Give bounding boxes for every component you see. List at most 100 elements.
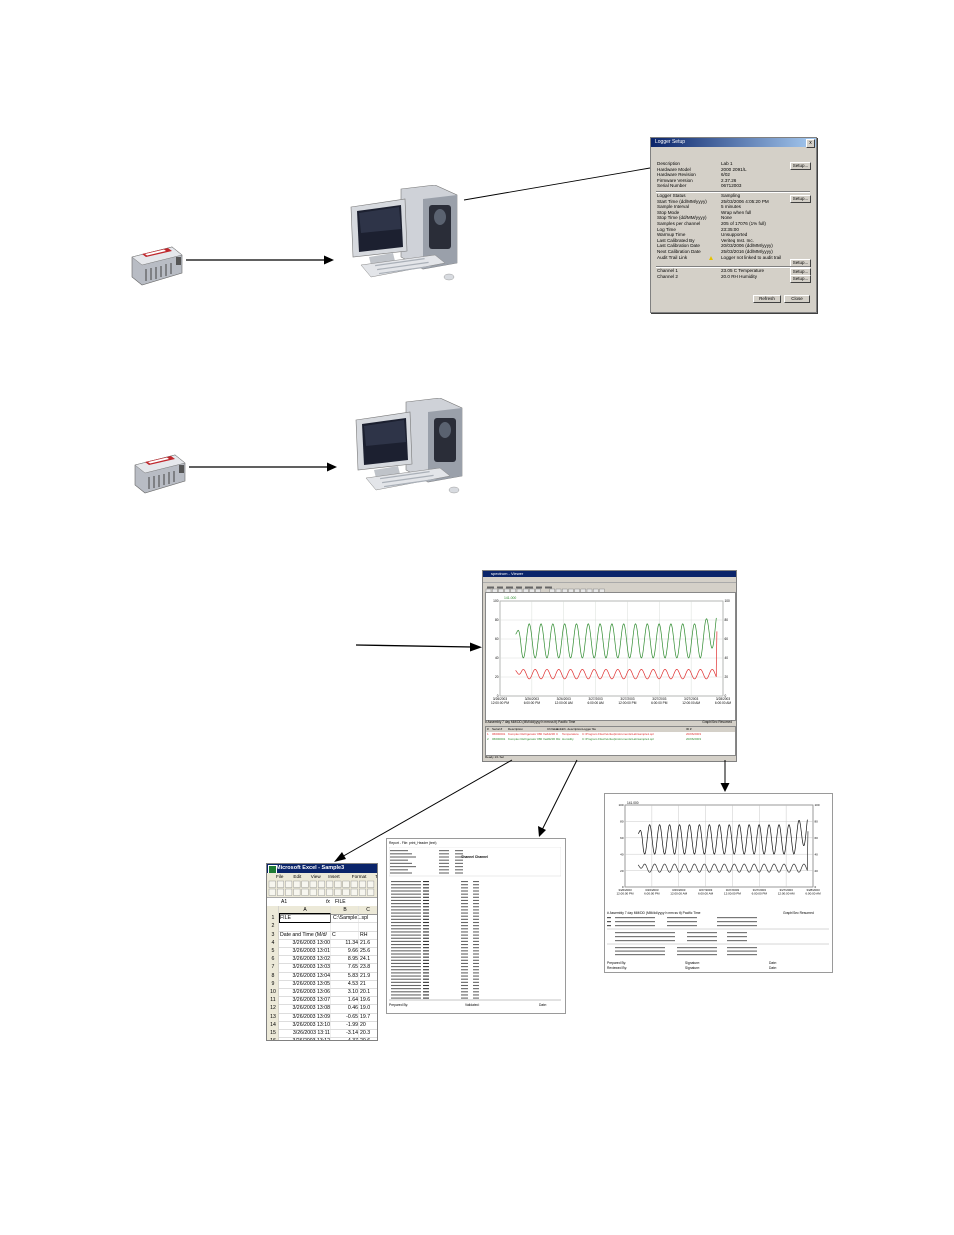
excel-toolbar-button-icon[interactable] [326, 880, 334, 888]
excel-toolbar-button-icon[interactable] [293, 888, 301, 896]
excel-toolbar-icons[interactable] [267, 880, 377, 897]
excel-menu-format[interactable]: Format [351, 874, 367, 879]
cell-reference[interactable]: A1 [281, 899, 288, 905]
excel-cell[interactable]: 21.6 [360, 939, 371, 946]
excel-cell[interactable]: -3.14 [346, 1030, 358, 1036]
excel-toolbar-button-icon[interactable] [367, 880, 375, 888]
excel-cell[interactable]: 1.64 [347, 997, 358, 1004]
excel-toolbar-button-icon[interactable] [293, 880, 301, 888]
excel-toolbar-button-icon[interactable] [309, 888, 317, 896]
excel-cell[interactable]: 3/26/2003 13:03 [292, 964, 330, 971]
excel-cell[interactable]: 19.0 [360, 1005, 371, 1012]
refresh-button[interactable]: Refresh [753, 295, 781, 303]
excel-cell[interactable]: 3/26/2003 13:09 [292, 1013, 330, 1020]
excel-toolbar-button-icon[interactable] [342, 880, 350, 888]
close-icon[interactable]: x [806, 139, 815, 148]
excel-col-header[interactable]: C [366, 907, 370, 913]
description-setup-button[interactable]: Setup... [790, 162, 811, 170]
excel-cell[interactable]: RH [360, 931, 368, 938]
excel-cell[interactable]: 3/26/2003 13:05 [292, 980, 330, 987]
logger-setup-button[interactable]: Setup... [790, 195, 811, 203]
report-row-text [717, 917, 757, 919]
excel-toolbar-button-icon[interactable] [285, 880, 293, 888]
excel-col-header[interactable]: A [303, 907, 307, 913]
excel-toolbar-button-icon[interactable] [318, 888, 325, 896]
excel-row-number-text: 7 [271, 964, 275, 971]
excel-toolbar-button-icon[interactable] [334, 888, 342, 896]
excel-cell[interactable]: -4.37 [332, 1037, 358, 1040]
excel-cell[interactable]: -0.65 [346, 1013, 358, 1020]
excel-cell[interactable]: 3/26/2003 13:06 [292, 989, 330, 995]
excel-cell[interactable]: 23.8 [360, 964, 371, 971]
excel-toolbar-button-icon[interactable] [342, 888, 350, 896]
excel-toolbar-button-icon[interactable] [334, 880, 342, 888]
excel-cell[interactable]: 3/26/2003 13:01 [292, 948, 330, 954]
excel-cell[interactable]: 11.34 [345, 939, 358, 946]
excel-toolbar-button-icon[interactable] [301, 880, 309, 888]
channel2-setup-button[interactable]: Setup... [790, 275, 811, 283]
excel-cell[interactable]: 9.66 [347, 948, 358, 954]
excel-toolbar-button-icon[interactable] [268, 880, 276, 888]
excel-cell[interactable]: 20.1 [360, 989, 371, 995]
excel-cell[interactable]: 3/26/2003 13:02 [292, 956, 330, 963]
excel-cell[interactable]: C:\Sample1.spl [333, 915, 369, 922]
excel-toolbar-button-icon[interactable] [350, 888, 358, 896]
report-data-line [423, 887, 429, 889]
excel-cell[interactable]: 4.53 [347, 980, 358, 987]
toolbar-icons[interactable] [483, 588, 736, 596]
excel-menu-file[interactable]: File [276, 874, 284, 879]
excel-menu-insert[interactable]: Insert [328, 874, 340, 879]
excel-cell[interactable]: 21.9 [360, 972, 371, 979]
excel-cell[interactable]: Date and Time (M/d/ [280, 931, 327, 938]
excel-cell[interactable]: 3/26/2003 13:08 [292, 1005, 330, 1012]
excel-cell[interactable]: C [332, 931, 336, 938]
excel-toolbar-button-icon[interactable] [367, 888, 375, 896]
excel-toolbar-button-icon[interactable] [309, 880, 317, 888]
report-row-text [717, 925, 757, 927]
excel-cell[interactable]: 3/26/2003 13:12 [280, 1037, 330, 1040]
excel-toolbar-button-icon[interactable] [268, 888, 276, 896]
excel-toolbar-button-icon[interactable] [318, 880, 325, 888]
excel-toolbar-button-icon[interactable] [301, 888, 309, 896]
excel-cell[interactable]: 3/26/2003 13:10 [292, 1021, 330, 1028]
excel-cell[interactable]: 8.95 [347, 956, 358, 963]
excel-cell[interactable]: 21 [360, 980, 366, 987]
excel-menu-view[interactable]: View [310, 874, 321, 879]
excel-cell[interactable]: 7.65 [347, 964, 358, 971]
excel-cell[interactable]: 5.83 [347, 972, 358, 979]
excel-toolbar-button-icon[interactable] [285, 888, 293, 896]
excel-menu-edit[interactable]: Edit [293, 874, 302, 879]
excel-cell[interactable]: 20.3 [360, 1030, 371, 1036]
table-cell: Humidity [562, 737, 574, 741]
excel-menu-tools[interactable]: Tools [375, 874, 378, 879]
excel-toolbar-button-icon[interactable] [350, 880, 358, 888]
excel-cell[interactable]: 24.1 [360, 956, 371, 963]
close-button[interactable]: Close [784, 295, 810, 303]
excel-toolbar-button-icon[interactable] [326, 888, 334, 896]
excel-toolbar-button-icon[interactable] [358, 888, 366, 896]
excel-toolbar-button-icon[interactable] [276, 880, 284, 888]
excel-cell[interactable]: 3/26/2003 13:07 [292, 997, 330, 1004]
excel-cell[interactable]: 19.7 [360, 1013, 371, 1020]
excel-cell[interactable]: 20 [360, 1021, 366, 1028]
excel-cell[interactable]: 0.46 [347, 1005, 358, 1012]
formula-input[interactable]: FILE [335, 899, 346, 905]
excel-cell[interactable]: 19.6 [360, 997, 371, 1004]
report-data-line [461, 966, 468, 968]
excel-cell[interactable]: 3/26/2003 13:00 [292, 939, 330, 946]
excel-cell[interactable]: 25.6 [360, 948, 371, 954]
excel-toolbar-button-icon[interactable] [276, 888, 284, 896]
excel-cell[interactable]: 20.6 [360, 1037, 376, 1040]
excel-cell[interactable]: -1.99 [346, 1021, 358, 1028]
excel-cell[interactable]: FILE [279, 913, 331, 924]
excel-cell[interactable]: 3/26/2003 13:04 [292, 972, 330, 979]
excel-cell[interactable]: 3.10 [347, 989, 358, 995]
excel-cell[interactable]: 3/26/2003 13:11 [292, 1030, 330, 1036]
excel-col-header[interactable]: B [343, 907, 347, 913]
excel-toolbar-button-icon[interactable] [358, 880, 366, 888]
